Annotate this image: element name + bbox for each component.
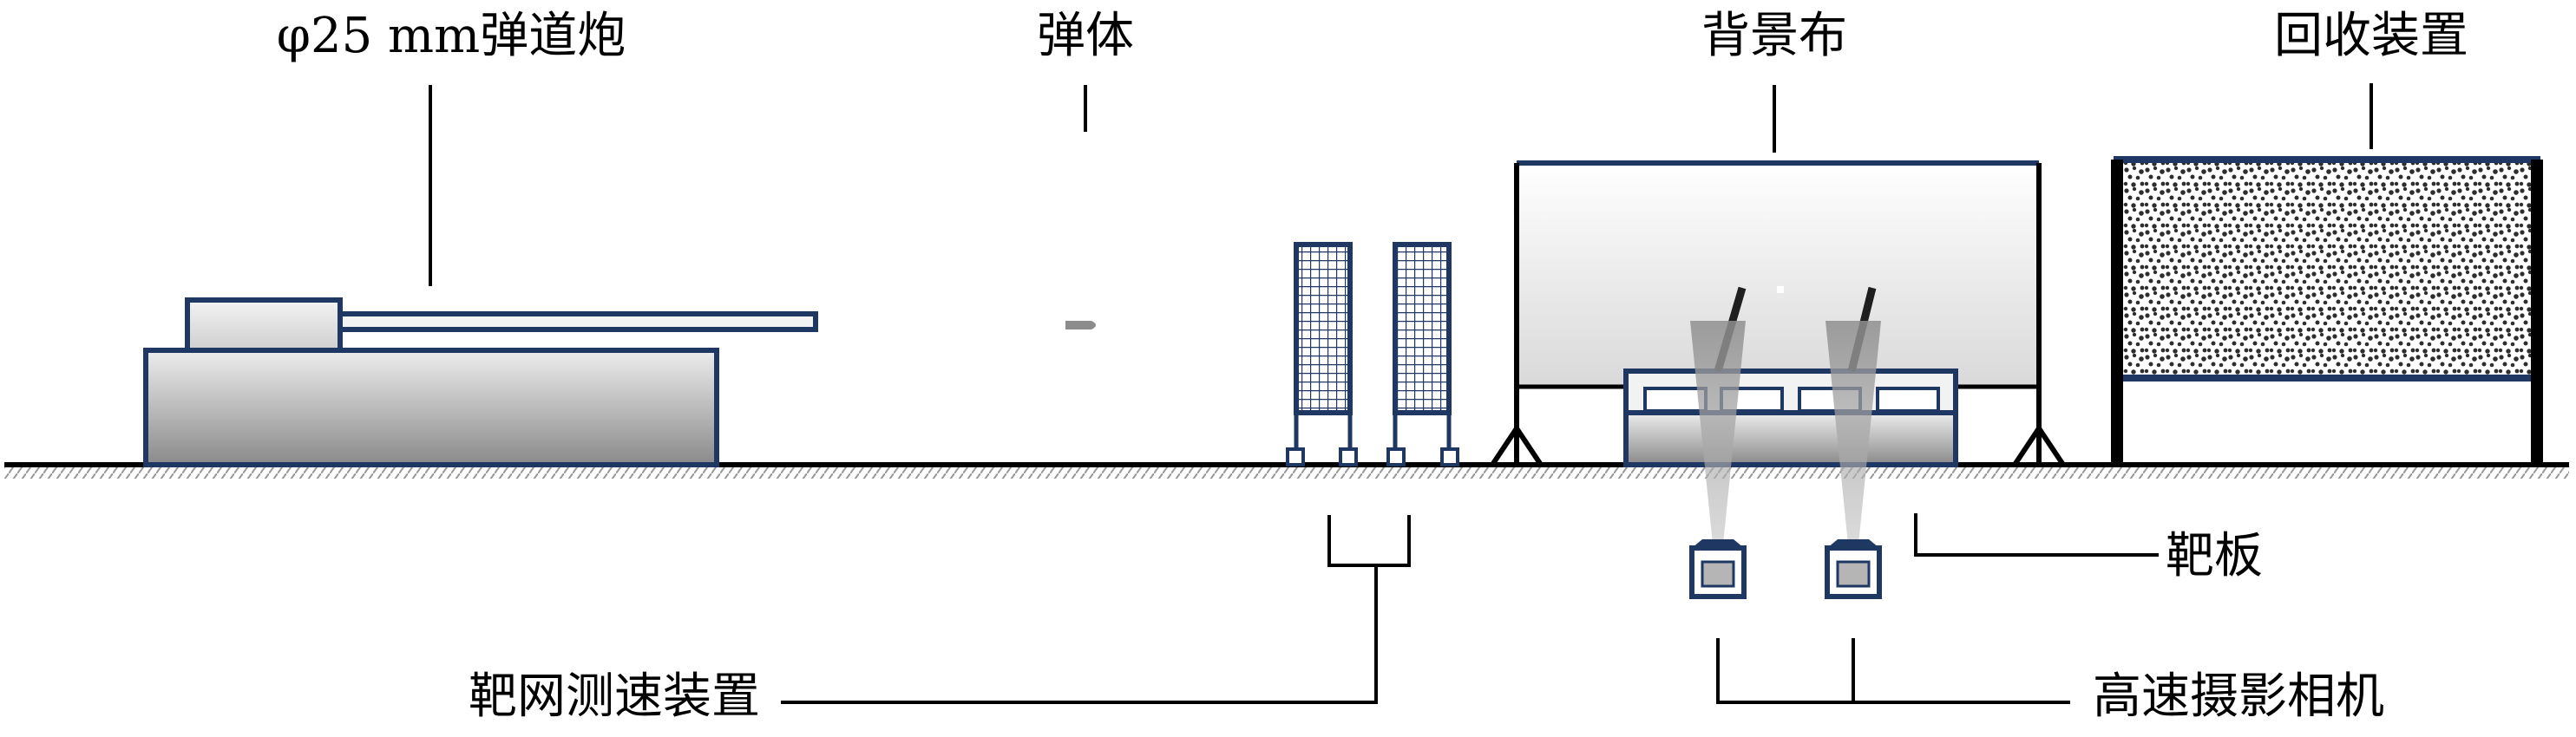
recovery-box-icon bbox=[2111, 156, 2543, 465]
target-plate-leader-line bbox=[1914, 513, 2159, 557]
camera-label: 高速摄影相机 bbox=[2093, 669, 2384, 725]
gun-label: φ25 mm弹道炮 bbox=[277, 8, 626, 64]
velocity-screen-leader bbox=[781, 515, 1411, 704]
camera-beam bbox=[1690, 321, 1881, 545]
backdrop-label: 背景布 bbox=[1701, 8, 1847, 64]
projectile-label: 弹体 bbox=[1037, 8, 1134, 64]
backdrop-frame-icon bbox=[1490, 160, 2066, 466]
camera-icon bbox=[1689, 539, 1882, 599]
camera-leader bbox=[1716, 638, 2070, 704]
target-plate-label: 靶板 bbox=[2166, 528, 2263, 584]
ballistic-gun-icon bbox=[143, 297, 818, 467]
projectile-icon bbox=[1065, 321, 1096, 329]
velocity-screen-icon bbox=[1286, 242, 1459, 466]
recovery-label: 回收装置 bbox=[2274, 8, 2468, 64]
velocity-screen-label: 靶网测速装置 bbox=[469, 669, 760, 725]
